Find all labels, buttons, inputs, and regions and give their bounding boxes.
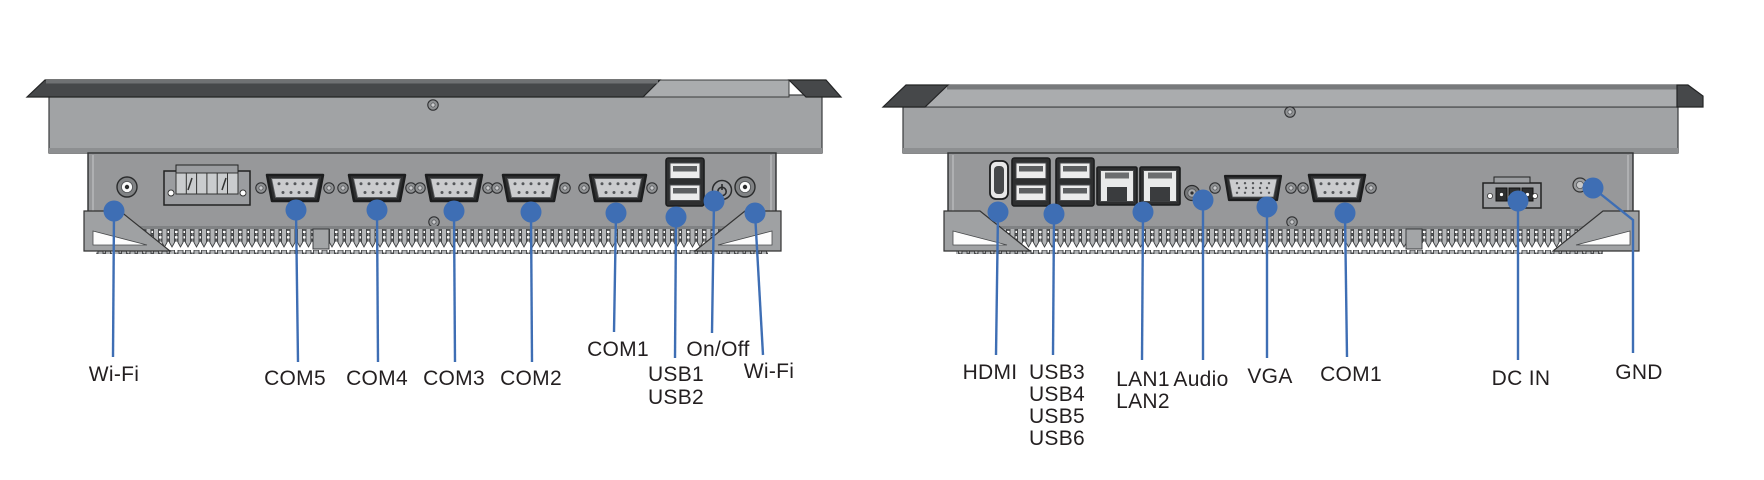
lan2-port: [1139, 166, 1181, 206]
usb5-usb6-stack: [1055, 157, 1095, 207]
label-lan1: LAN1: [1116, 368, 1170, 391]
label-com2: COM2: [500, 367, 562, 390]
label-com1-right-device: COM1: [1320, 363, 1382, 386]
right-device-feet: [943, 210, 1640, 252]
lan1-port: [1096, 166, 1138, 206]
label-usb4: USB4: [1029, 383, 1085, 406]
right-panel-lip-screw: [1286, 216, 1298, 228]
right-bezel-corner-right: [1676, 84, 1704, 108]
label-gnd: GND: [1615, 361, 1663, 384]
terminal-block-connector: [163, 164, 251, 206]
left-bezel-notch: [642, 79, 790, 98]
label-com1-left-device: COM1: [587, 338, 649, 361]
label-usb6: USB6: [1029, 427, 1085, 450]
label-com4: COM4: [346, 367, 408, 390]
label-usb1: USB1: [648, 363, 704, 386]
right-rear-flange: [902, 106, 1679, 154]
label-lan2: LAN2: [1116, 390, 1170, 413]
left-flange-bottom-shade: [49, 148, 822, 153]
right-flange-bottom-shade: [903, 148, 1678, 153]
right-device: HDMI USB3 USB4 USB5 USB6 LAN1 LAN2 Audio…: [881, 84, 1704, 450]
wifi-antenna-connector-right: [734, 176, 756, 198]
label-com5: COM5: [264, 367, 326, 390]
right-heatsink-shadow: [948, 226, 1633, 230]
left-device-leaders: [103, 190, 766, 363]
right-heatsink-tab: [1405, 228, 1423, 250]
left-bezel-top-highlight: [46, 80, 658, 84]
right-device-leaders: [987, 177, 1635, 361]
right-flange-screw: [1284, 106, 1296, 118]
wifi-antenna-connector-left: [116, 176, 138, 198]
label-usb2: USB2: [648, 386, 704, 409]
left-front-bezel: [25, 79, 662, 98]
label-hdmi: HDMI: [963, 361, 1018, 384]
label-usb3: USB3: [1029, 361, 1085, 384]
left-panel-lip-screw: [428, 216, 440, 228]
left-bezel-corner: [787, 79, 843, 98]
label-on-off: On/Off: [686, 338, 749, 361]
label-usb5: USB5: [1029, 405, 1085, 428]
label-wifi-right: Wi-Fi: [744, 360, 794, 383]
left-heatsink-tab: [312, 228, 330, 250]
left-heatsink-shadow: [88, 226, 776, 230]
left-flange-screw: [427, 99, 439, 111]
usb1-usb2-stack: [665, 157, 705, 207]
right-bezel-top-line: [947, 85, 1677, 90]
label-vga: VGA: [1247, 365, 1292, 388]
right-bezel-corner-left: [881, 84, 950, 108]
left-device: Wi-Fi COM5 COM4 COM3 COM2 COM1 USB1 USB2…: [25, 79, 843, 409]
left-heatsink-fins: [96, 229, 768, 254]
label-wifi-left: Wi-Fi: [89, 363, 139, 386]
hdmi-port: [989, 160, 1009, 200]
usb3-usb4-stack: [1011, 157, 1051, 207]
right-heatsink-fins: [956, 229, 1603, 254]
label-dc-in: DC IN: [1492, 367, 1551, 390]
label-audio: Audio: [1173, 368, 1228, 391]
label-com3: COM3: [423, 367, 485, 390]
